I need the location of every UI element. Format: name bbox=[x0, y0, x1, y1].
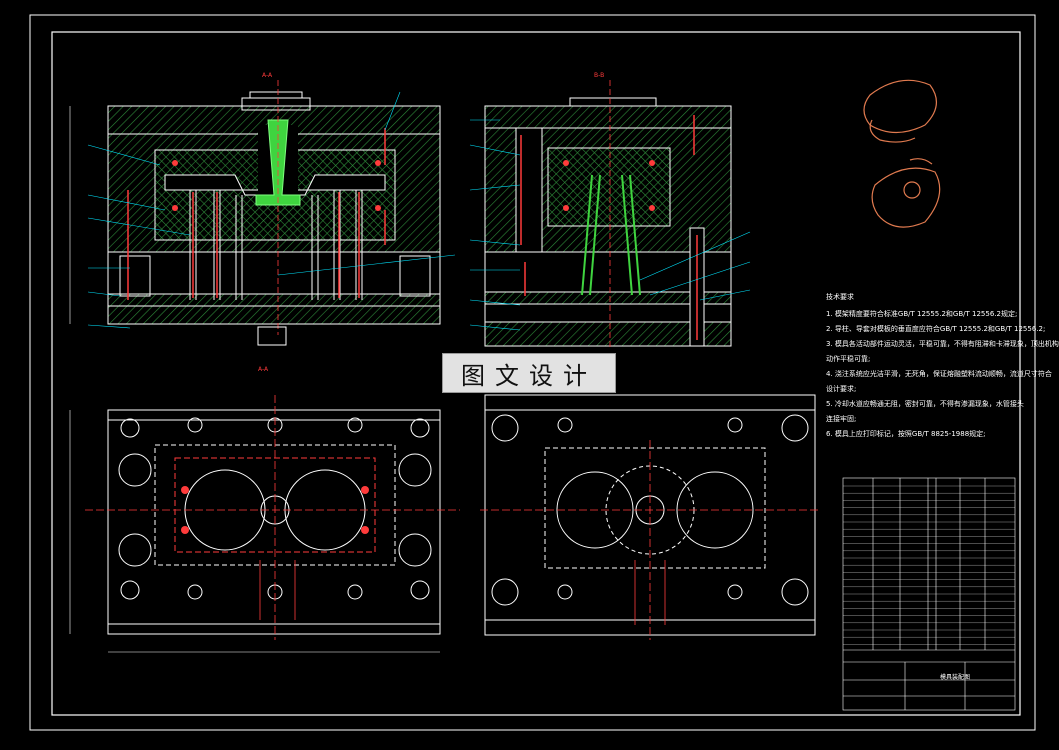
tech-note-item: 动作平稳可靠; bbox=[826, 355, 871, 363]
part-isometric bbox=[863, 79, 941, 228]
title-block-name: 模具装配图 bbox=[940, 674, 971, 681]
section-view-a bbox=[69, 80, 456, 346]
tech-note-item: 5. 冷却水道应畅通无阻，密封可靠，不得有渗漏现象，水管接头 bbox=[826, 400, 1024, 408]
tech-note-item: 3. 模具各活动部件运动灵活，平稳可靠，不得有阻滞和卡滞现象，顶出机构 bbox=[826, 340, 1059, 348]
tech-note-item: 连接牢固; bbox=[826, 415, 857, 423]
tech-note-item: 6. 模具上应打印标记，按照GB/T 8825-1988规定; bbox=[826, 430, 986, 438]
technical-requirements: 技术要求 1. 模架精度要符合标准GB/T 12555.2和GB/T 12556… bbox=[826, 290, 1059, 442]
plan-view-left bbox=[69, 395, 460, 653]
tech-note-item: 1. 模架精度要符合标准GB/T 12555.2和GB/T 12556.2规定; bbox=[826, 310, 1018, 318]
section-mark-bottom-left: A-A bbox=[258, 366, 269, 373]
inner-frame bbox=[51, 31, 1021, 716]
section-mark-top-left: A-A bbox=[262, 72, 273, 79]
watermark-banner: 图文设计 bbox=[442, 353, 616, 393]
plan-view-right bbox=[480, 394, 820, 640]
bom-rows bbox=[843, 485, 1015, 645]
tech-note-item: 设计要求; bbox=[826, 385, 857, 393]
tech-note-item: 2. 导柱、导套对模板的垂直度应符合GB/T 12555.2和GB/T 1255… bbox=[826, 325, 1046, 333]
tech-notes-title: 技术要求 bbox=[826, 293, 854, 301]
tech-note-item: 4. 浇注系统应光洁平滑，无死角，保证熔融塑料流动顺畅，流道尺寸符合 bbox=[826, 370, 1052, 378]
section-mark-top-right: B-B bbox=[594, 72, 605, 79]
outer-frame bbox=[29, 14, 1036, 731]
section-view-b bbox=[469, 80, 751, 350]
